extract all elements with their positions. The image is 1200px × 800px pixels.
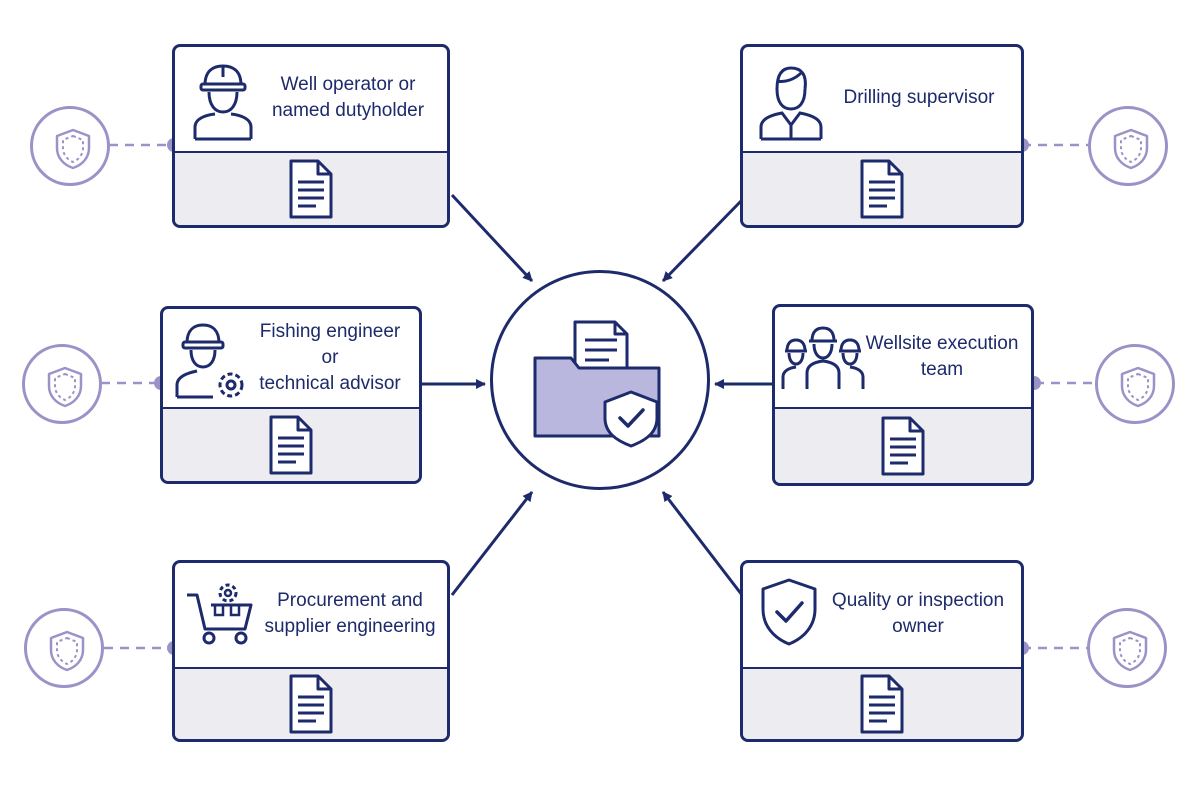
- shield-node-drilling-supervisor: [1088, 106, 1168, 186]
- shield-icon: [1113, 128, 1149, 170]
- role-label-drilling-supervisor: Drilling supervisor: [825, 47, 1013, 149]
- card-drilling-supervisor: Drilling supervisor: [740, 44, 1024, 228]
- role-label-well-operator: Well operator or named dutyholder: [257, 47, 439, 149]
- card-quality-owner: Quality or inspection owner: [740, 560, 1024, 742]
- dashed-link-wellsite-team: [1027, 376, 1095, 390]
- role-label-line1: Drilling supervisor: [843, 87, 995, 108]
- document-icon: [289, 159, 333, 219]
- document-icon: [289, 674, 333, 734]
- dashed-link-quality-owner: [1015, 641, 1087, 655]
- secure-folder-icon: [533, 320, 661, 448]
- card-procurement: Procurement and supplier engineering: [172, 560, 450, 742]
- person-icon: [759, 66, 823, 141]
- arrow-quality-owner: [661, 491, 744, 596]
- arrow-drilling-supervisor: [661, 198, 744, 283]
- shield-icon: [1112, 630, 1148, 672]
- central-hub: [490, 270, 710, 490]
- role-label-line2: team: [920, 359, 964, 380]
- role-label-line1: Procurement and: [277, 590, 423, 611]
- shield-icon: [47, 366, 83, 408]
- role-label-quality-owner: Quality or inspection owner: [823, 563, 1013, 665]
- shield-node-fishing-engineer: [22, 344, 102, 424]
- shield-icon: [55, 128, 91, 170]
- shield-check-icon: [761, 578, 817, 646]
- dashed-link-drilling-supervisor: [1015, 138, 1088, 152]
- role-label-line1: Quality or inspection: [831, 590, 1005, 611]
- card-well-operator: Well operator or named dutyholder: [172, 44, 450, 228]
- arrow-well-operator: [450, 193, 534, 283]
- role-label-line2: owner: [892, 616, 944, 637]
- cart-gear-icon: [187, 583, 253, 645]
- dashed-link-well-operator: [109, 138, 181, 152]
- document-icon: [881, 416, 925, 476]
- shield-node-quality-owner: [1087, 608, 1167, 688]
- card-wellsite-team: Wellsite execution team: [772, 304, 1034, 486]
- role-label-line2: supplier engineering: [264, 616, 436, 637]
- shield-node-well-operator: [30, 106, 110, 186]
- card-fishing-engineer: Fishing engineer or technical advisor: [160, 306, 422, 484]
- role-label-line2: named dutyholder: [271, 100, 425, 121]
- role-label-wellsite-team: Wellsite execution team: [861, 307, 1023, 407]
- engineer-gear-icon: [175, 323, 244, 399]
- hardhat-worker-icon: [193, 64, 253, 141]
- team-icon: [781, 326, 865, 389]
- role-label-line1: Wellsite execution: [865, 333, 1019, 354]
- role-label-fishing-engineer: Fishing engineer or technical advisor: [249, 309, 411, 407]
- document-icon: [860, 159, 904, 219]
- shield-node-wellsite-team: [1095, 344, 1175, 424]
- dashed-link-fishing-engineer: [101, 376, 168, 390]
- document-icon: [860, 674, 904, 734]
- role-label-line1: Fishing engineer or: [259, 321, 401, 368]
- role-label-line1: Well operator or: [280, 74, 416, 95]
- shield-icon: [49, 630, 85, 672]
- dashed-link-procurement: [104, 641, 181, 655]
- shield-node-procurement: [24, 608, 104, 688]
- arrow-procurement: [450, 491, 534, 596]
- document-icon: [269, 415, 313, 475]
- shield-icon: [1120, 366, 1156, 408]
- role-label-line2: technical advisor: [259, 373, 401, 394]
- role-label-procurement: Procurement and supplier engineering: [261, 563, 439, 665]
